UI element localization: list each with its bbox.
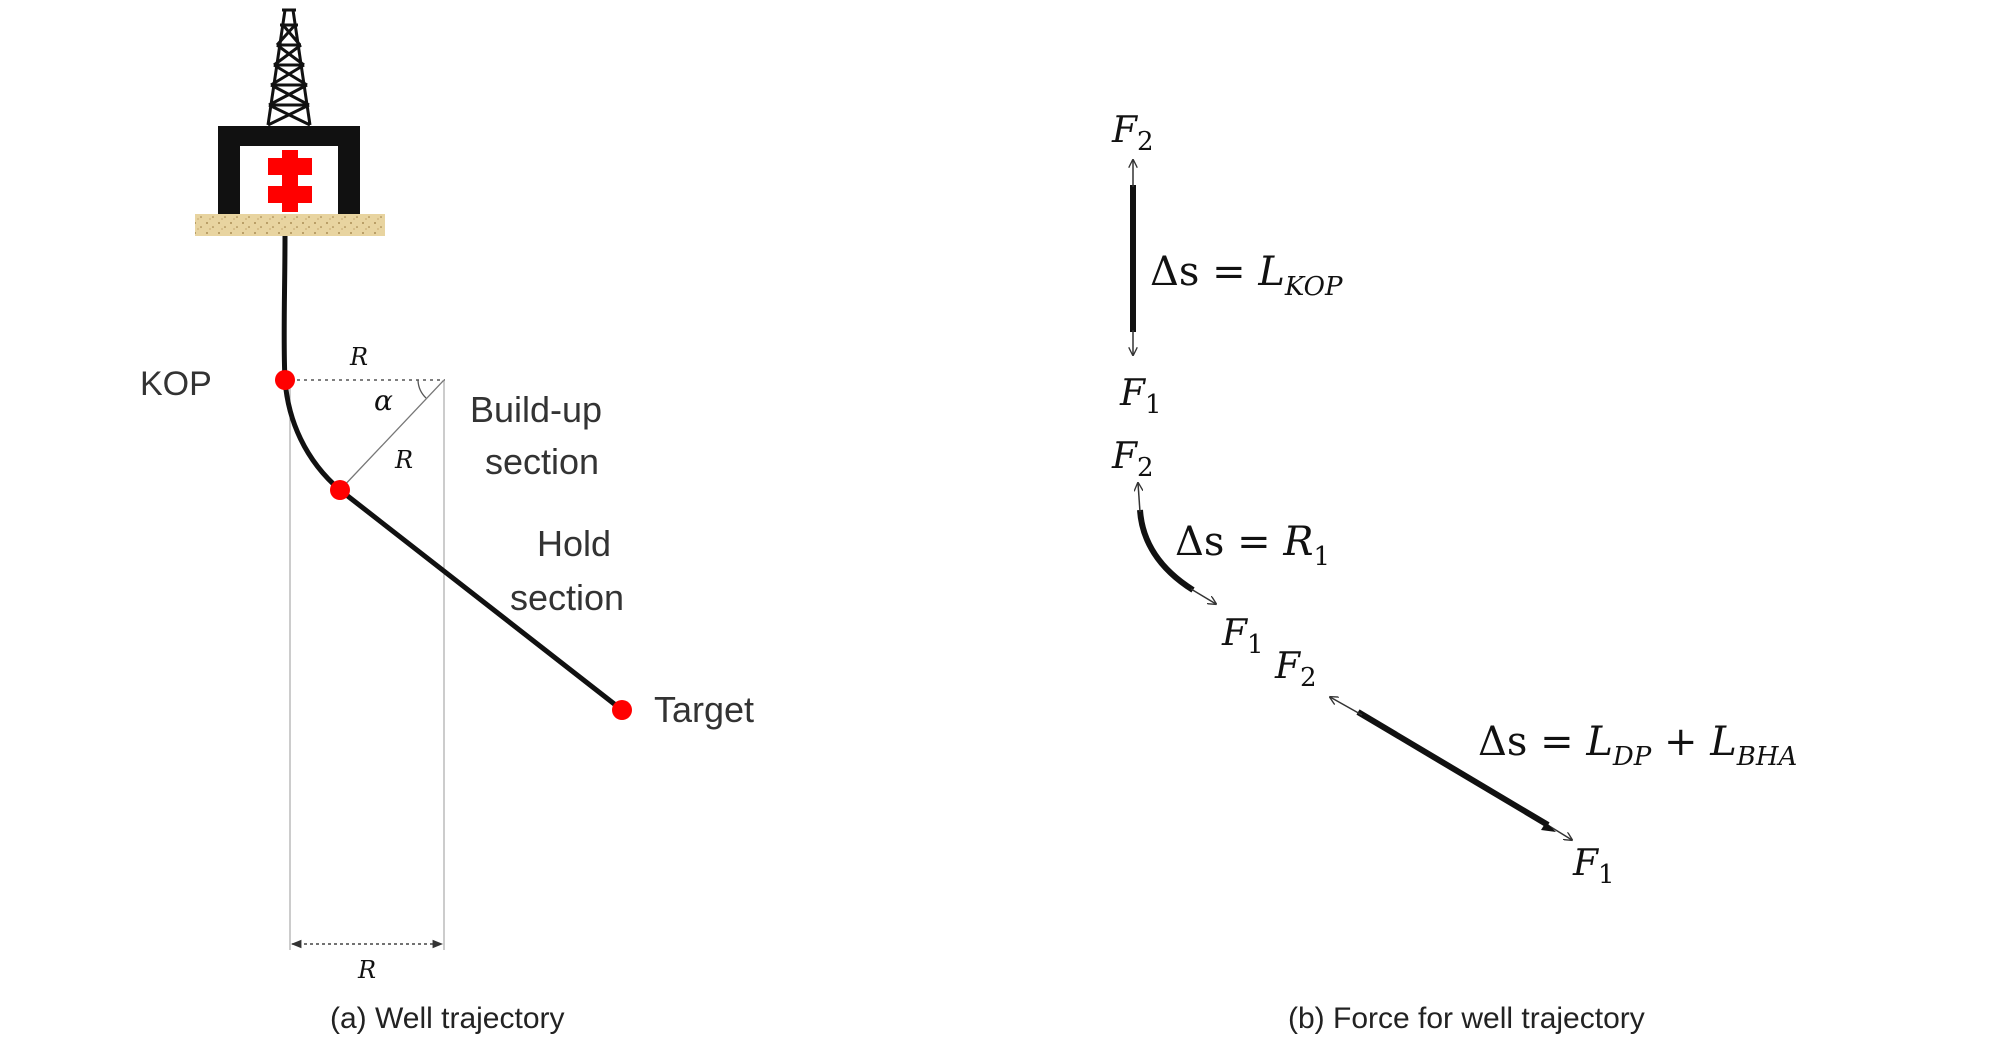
segment-hold: F2 Δs = LDP + LBHA F1	[1274, 646, 1797, 890]
ground-surface	[195, 214, 385, 236]
radius-bottom-label: R	[357, 956, 376, 984]
construction-lines	[289, 379, 445, 950]
hold-start-marker	[330, 480, 350, 500]
segment-build-up: F2 Δs = R1 F1	[1111, 436, 1330, 660]
kop-marker	[275, 370, 295, 390]
derrick-icon	[266, 8, 312, 127]
target-label: Target	[654, 689, 754, 730]
alpha-label: α	[374, 384, 393, 417]
delta-s-label: Δs = LDP + LBHA	[1478, 719, 1797, 772]
build-up-label-line2: section	[485, 441, 599, 482]
build-up-label-line1: Build-up	[470, 389, 602, 430]
target-marker	[612, 700, 632, 720]
radius-diag-label: R	[394, 446, 413, 474]
force-f2-label: F2	[1111, 110, 1154, 157]
force-f1-label: F1	[1572, 843, 1615, 890]
delta-s-label: Δs = LKOP	[1150, 249, 1343, 302]
delta-s-label: Δs = R1	[1175, 519, 1330, 572]
caption-a: (a) Well trajectory	[330, 1002, 565, 1035]
force-f2-label: F2	[1274, 646, 1317, 693]
bop-icon	[268, 150, 312, 212]
force-f1-label: F1	[1221, 613, 1264, 660]
hold-label-line1: Hold	[537, 523, 611, 564]
panel-b: F2 Δs = LKOP F1 F2 Δs = R1 F1 F2 Δs = LD…	[1111, 110, 1797, 1035]
segment-kop: F2 Δs = LKOP F1	[1111, 110, 1343, 420]
hold-label-line2: section	[510, 577, 624, 618]
caption-b: (b) Force for well trajectory	[1288, 1002, 1645, 1035]
force-f1-label: F1	[1119, 373, 1162, 420]
panel-a: KOP R α R Build-up section Hold section …	[140, 8, 754, 1035]
rig-platform	[218, 126, 360, 218]
radius-top-label: R	[349, 343, 368, 371]
kop-label: KOP	[140, 365, 212, 403]
force-f2-label: F2	[1111, 436, 1154, 483]
